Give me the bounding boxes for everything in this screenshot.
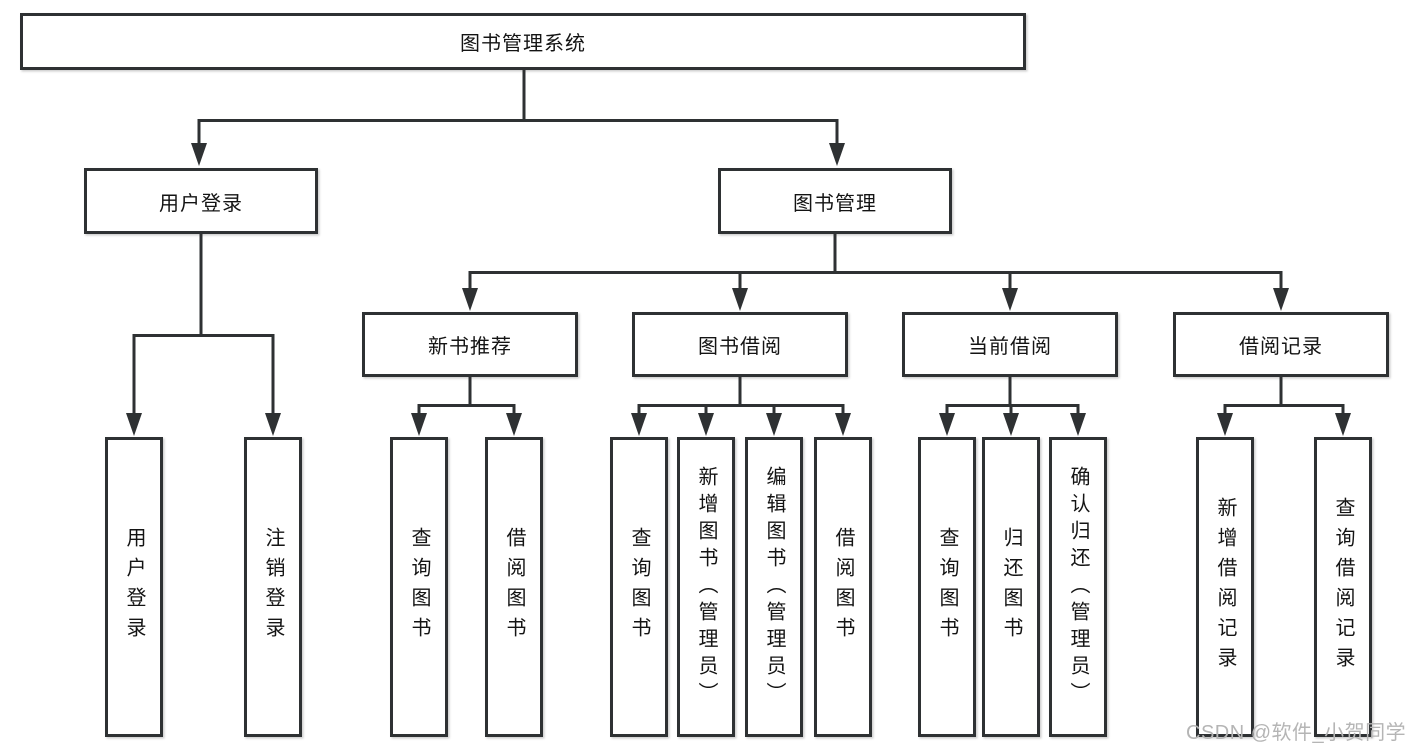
leaf-user-login-label: 用户登录	[123, 527, 145, 647]
leaf-bb-borrow-books: 借阅图书	[814, 437, 872, 737]
connector-paths	[132, 69, 1345, 418]
leaf-cb-return-books-label: 归还图书	[1000, 527, 1022, 647]
leaf-bb-query-books-label: 查询图书	[628, 527, 650, 647]
leaf-nb-borrow-books: 借阅图书	[485, 437, 543, 737]
leaf-bb-edit-books-admin: 编辑图书（管理员）	[745, 437, 803, 737]
leaf-nb-borrow-books-label: 借阅图书	[503, 527, 525, 647]
leaf-cb-return-books: 归还图书	[982, 437, 1040, 737]
leaf-bb-edit-books-admin-label: 编辑图书（管理员）	[763, 465, 785, 709]
leaf-cb-query-books-label: 查询图书	[936, 527, 958, 647]
leaf-logout: 注销登录	[244, 437, 302, 737]
node-library-management-system: 图书管理系统	[20, 13, 1026, 70]
leaf-bb-query-books: 查询图书	[610, 437, 668, 737]
csdn-watermark: CSDN @软件_小贺同学	[1186, 722, 1405, 744]
leaf-cb-confirm-return-admin-label: 确认归还（管理员）	[1067, 465, 1089, 709]
leaf-bb-borrow-books-label: 借阅图书	[832, 527, 854, 647]
leaf-bb-add-books-admin-label: 新增图书（管理员）	[695, 465, 717, 709]
node-book-borrowing: 图书借阅	[632, 312, 848, 377]
leaf-nb-query-books-label: 查询图书	[408, 527, 430, 647]
leaf-br-add-record: 新增借阅记录	[1196, 437, 1254, 737]
leaf-bb-add-books-admin: 新增图书（管理员）	[677, 437, 735, 737]
node-new-book-recommendation: 新书推荐	[362, 312, 578, 377]
leaf-user-login: 用户登录	[105, 437, 163, 737]
leaf-cb-confirm-return-admin: 确认归还（管理员）	[1049, 437, 1107, 737]
leaf-cb-query-books: 查询图书	[918, 437, 976, 737]
leaf-br-query-record: 查询借阅记录	[1314, 437, 1372, 737]
node-book-management: 图书管理	[718, 168, 952, 234]
node-borrowing-records: 借阅记录	[1173, 312, 1389, 377]
leaf-br-add-record-label: 新增借阅记录	[1214, 497, 1236, 677]
node-user-login: 用户登录	[84, 168, 318, 234]
leaf-br-query-record-label: 查询借阅记录	[1332, 497, 1354, 677]
leaf-logout-label: 注销登录	[262, 527, 284, 647]
node-current-borrowing: 当前借阅	[902, 312, 1118, 377]
leaf-nb-query-books: 查询图书	[390, 437, 448, 737]
